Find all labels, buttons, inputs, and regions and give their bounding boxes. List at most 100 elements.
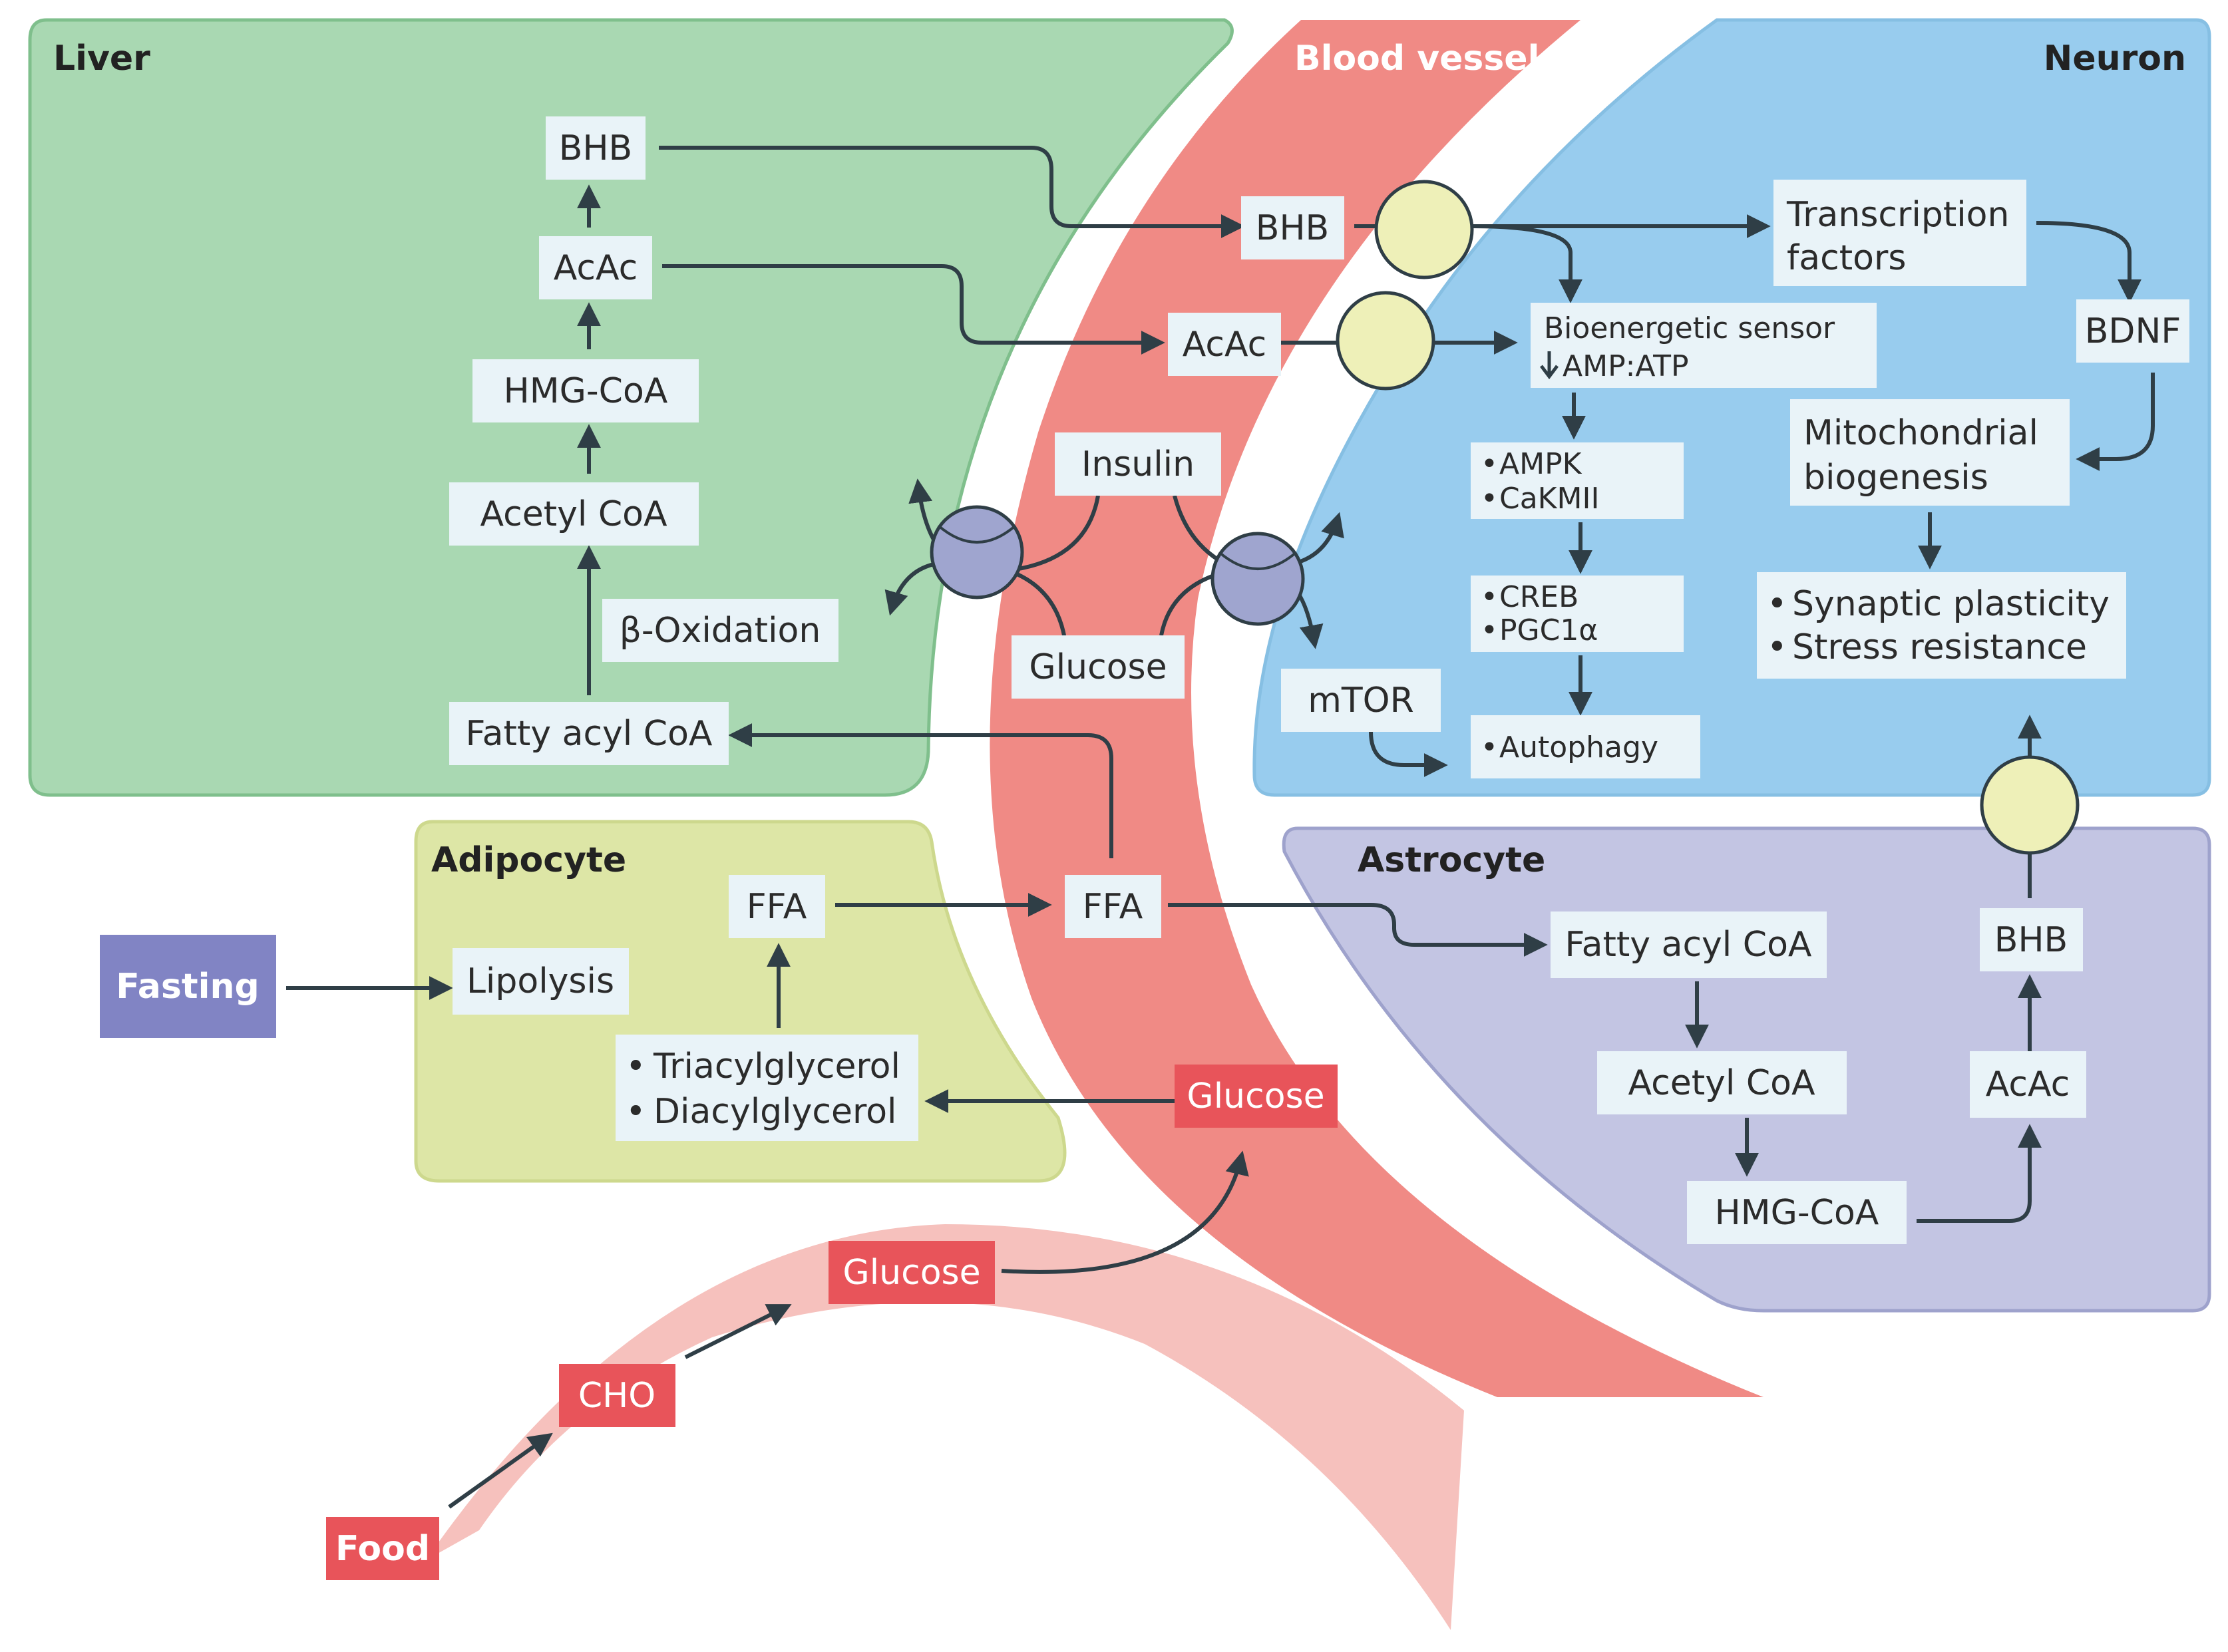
bullet-icon: • bbox=[626, 1092, 646, 1132]
arrow-mtor-to-autophagy bbox=[1369, 731, 1448, 777]
liver-title: Liver bbox=[53, 39, 150, 79]
vessel-bhb-label: BHB bbox=[1256, 208, 1329, 248]
arrow-food-to-cho bbox=[448, 1432, 553, 1509]
neuron-autophagy-label: Autophagy bbox=[1499, 731, 1658, 764]
arrow-bhb-to-sensor bbox=[1470, 224, 1582, 303]
vessel-glucose-label: Glucose bbox=[1029, 647, 1167, 687]
liver-acac-label: AcAc bbox=[554, 248, 638, 288]
food-vessel bbox=[426, 1224, 1464, 1630]
neuron-creb-label: CREB bbox=[1499, 580, 1578, 614]
vessel-insulin-label: Insulin bbox=[1081, 444, 1195, 484]
neuron-synaptic-node: • Synaptic plasticity • Stress resistanc… bbox=[1757, 572, 2126, 679]
arrow-ffa-to-astro-fattyacyl bbox=[1168, 903, 1548, 957]
transporter-bhb bbox=[1374, 180, 1474, 279]
neuron-synaptic-plasticity-label: Synaptic plasticity bbox=[1792, 584, 2110, 624]
astrocyte-acac-label: AcAc bbox=[1986, 1065, 2070, 1104]
neuron-biogenesis-label: biogenesis bbox=[1803, 458, 1988, 498]
adipocyte-ffa-node: FFA bbox=[729, 875, 825, 938]
adipocyte-lipids-node: • Triacylglycerol • Diacylglycerol bbox=[616, 1035, 918, 1141]
neuron-bioenergetic-sensor-label: Bioenergetic sensor bbox=[1544, 311, 1835, 345]
neuron-mitochondrial-label: Mitochondrial bbox=[1803, 413, 2038, 453]
bullet-icon: • bbox=[1481, 447, 1498, 481]
astrocyte-acetyl-coa-node: Acetyl CoA bbox=[1597, 1051, 1847, 1114]
bullet-icon: • bbox=[1481, 482, 1498, 516]
bullet-icon: • bbox=[626, 1047, 646, 1086]
astrocyte-fatty-acyl-coa-node: Fatty acyl CoA bbox=[1551, 911, 1827, 978]
liver-hmg-coa-node: HMG-CoA bbox=[472, 359, 699, 422]
blood-vessel-title: Blood vessel bbox=[1294, 39, 1539, 79]
liver-bhb-node: BHB bbox=[546, 116, 646, 180]
arrow-glucose-to-vessel-glucose bbox=[1001, 1150, 1249, 1274]
adipocyte-title: Adipocyte bbox=[431, 840, 626, 880]
neuron-pgc1a-label: PGC1α bbox=[1499, 613, 1598, 647]
vessel-glucose-red-label: Glucose bbox=[1187, 1076, 1324, 1116]
neuron-stress-resistance-label: Stress resistance bbox=[1792, 627, 2087, 667]
fasting-node: Fasting bbox=[100, 935, 276, 1038]
liver-fatty-acyl-coa-node: Fatty acyl CoA bbox=[449, 702, 729, 765]
vessel-insulin-node: Insulin bbox=[1055, 432, 1221, 496]
food-node: Food bbox=[326, 1517, 439, 1580]
vessel-ffa-node: FFA bbox=[1065, 875, 1161, 938]
neuron-transcription-label: Transcription bbox=[1786, 195, 2009, 235]
cho-node: CHO bbox=[559, 1364, 675, 1427]
transporter-astro-bhb bbox=[1980, 755, 2080, 855]
food-glucose-label: Glucose bbox=[842, 1253, 980, 1293]
liver-beta-oxidation-label: β-Oxidation bbox=[620, 611, 821, 651]
liver-acetyl-coa-node: Acetyl CoA bbox=[449, 482, 699, 546]
transporter-acac bbox=[1336, 291, 1435, 391]
neuron-mtor-label: mTOR bbox=[1308, 681, 1413, 721]
adipocyte-lipolysis-node: Lipolysis bbox=[453, 948, 629, 1015]
liver-fatty-acyl-coa-label: Fatty acyl CoA bbox=[466, 714, 713, 754]
bullet-icon: • bbox=[1767, 627, 1787, 667]
astrocyte-hmg-coa-label: HMG-CoA bbox=[1715, 1193, 1879, 1233]
liver-hmg-coa-label: HMG-CoA bbox=[504, 371, 668, 411]
vessel-glucose-red-node: Glucose bbox=[1175, 1065, 1338, 1128]
bullet-icon: • bbox=[1481, 613, 1498, 647]
liver-beta-oxidation-node: β-Oxidation bbox=[602, 599, 838, 662]
adipocyte-ffa-label: FFA bbox=[747, 887, 807, 927]
food-glucose-node: Glucose bbox=[829, 1241, 995, 1304]
astrocyte-hmg-coa-node: HMG-CoA bbox=[1687, 1181, 1907, 1244]
neuron-bioenergetic-sensor-node: Bioenergetic sensor AMP:ATP bbox=[1531, 303, 1877, 388]
bullet-icon: • bbox=[1481, 580, 1498, 614]
neuron-autophagy-node: • Autophagy bbox=[1471, 715, 1700, 778]
vessel-glucose-node: Glucose bbox=[1012, 635, 1185, 699]
bullet-icon: • bbox=[1767, 584, 1787, 624]
vessel-acac-label: AcAc bbox=[1183, 325, 1267, 365]
vessel-bhb-node: BHB bbox=[1241, 196, 1344, 259]
arrow-transcription-to-bdnf bbox=[2036, 221, 2141, 303]
arrow-cho-to-glucose bbox=[684, 1304, 792, 1359]
vessel-acac-node: AcAc bbox=[1168, 313, 1281, 376]
transporter-glucose-neuron bbox=[1210, 532, 1305, 626]
down-arrow-icon bbox=[1540, 351, 1559, 380]
neuron-mitochondrial-biogenesis-node: Mitochondrial biogenesis bbox=[1790, 399, 2070, 506]
neuron-factors-label: factors bbox=[1787, 238, 1906, 278]
neuron-ampk-node: • AMPK • CaKMII bbox=[1471, 442, 1684, 519]
astrocyte-fatty-acyl-coa-label: Fatty acyl CoA bbox=[1565, 925, 1812, 965]
bullet-icon: • bbox=[1481, 731, 1498, 764]
neuron-transcription-factors-node: Transcription factors bbox=[1773, 180, 2026, 286]
adipocyte-triacylglycerol-label: Triacylglycerol bbox=[653, 1047, 900, 1086]
astrocyte-title: Astrocyte bbox=[1358, 840, 1545, 880]
neuron-bdnf-label: BDNF bbox=[2085, 311, 2181, 351]
arrow-astro-hmg-to-acac bbox=[1917, 1124, 2042, 1223]
adipocyte-diacylglycerol-label: Diacylglycerol bbox=[653, 1092, 896, 1132]
astrocyte-acac-node: AcAc bbox=[1970, 1051, 2086, 1118]
arrow-liver-acac-to-vessel bbox=[662, 264, 1165, 355]
astrocyte-acetyl-coa-label: Acetyl CoA bbox=[1628, 1063, 1815, 1103]
arrow-ffa-to-liver-fattyacyl bbox=[728, 723, 1113, 858]
neuron-title: Neuron bbox=[2044, 39, 2186, 79]
neuron-creb-node: • CREB • PGC1α bbox=[1471, 576, 1684, 652]
arrow-liver-bhb-to-vessel bbox=[659, 146, 1245, 238]
neuron-cakmii-label: CaKMII bbox=[1499, 482, 1599, 516]
cho-label: CHO bbox=[578, 1376, 655, 1416]
vessel-ffa-label: FFA bbox=[1083, 887, 1143, 927]
food-label: Food bbox=[335, 1529, 430, 1569]
adipocyte-lipolysis-label: Lipolysis bbox=[466, 961, 614, 1001]
fasting-label: Fasting bbox=[116, 967, 259, 1007]
liver-acac-node: AcAc bbox=[539, 236, 652, 299]
liver-bhb-label: BHB bbox=[559, 128, 632, 168]
neuron-mtor-node: mTOR bbox=[1281, 669, 1441, 732]
